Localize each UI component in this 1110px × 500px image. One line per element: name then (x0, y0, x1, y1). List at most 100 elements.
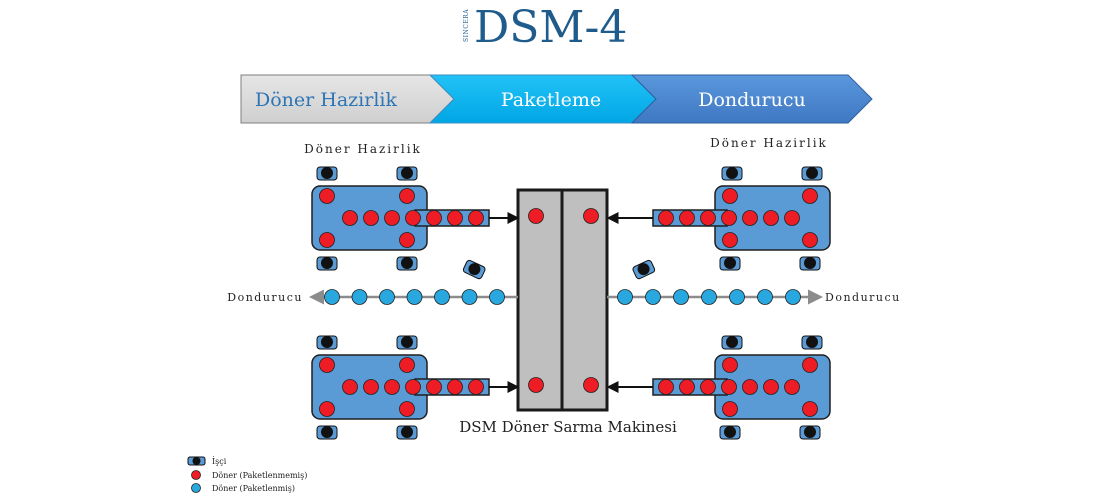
doner-unpacked (722, 401, 738, 417)
worker-icon (462, 259, 486, 280)
worker-head (806, 336, 818, 348)
worker-icon (799, 256, 821, 271)
doner-unpacked (658, 210, 674, 226)
doner-unpacked (319, 357, 335, 373)
worker-icon (396, 256, 418, 271)
doner-unpacked (426, 210, 442, 226)
doner-packed (379, 289, 395, 305)
legend-worker-icon (187, 456, 206, 466)
diagram-elements (311, 166, 831, 440)
doner-unpacked (679, 379, 695, 395)
worker-head (321, 257, 333, 269)
doner-unpacked (405, 379, 421, 395)
worker-icon (801, 335, 823, 350)
doner-packed (461, 289, 478, 305)
worker-icon (799, 425, 821, 440)
worker-icon (721, 335, 743, 350)
doner-unpacked (679, 210, 695, 226)
doner-unpacked (399, 357, 415, 373)
doner-packed (729, 289, 745, 305)
worker-head (724, 257, 736, 269)
doner-unpacked (784, 210, 800, 226)
brand-small-text: SINCERA (463, 9, 470, 42)
worker-icon (721, 166, 743, 181)
worker-head (726, 336, 738, 348)
doner-packed (351, 289, 368, 305)
worker-icon (396, 166, 418, 181)
worker-head (321, 167, 333, 179)
legend-red-dot-icon (191, 470, 201, 480)
doner-unpacked (722, 188, 738, 204)
worker-head (726, 167, 738, 179)
doner-unpacked (399, 401, 415, 417)
worker-head (804, 426, 816, 438)
doner-unpacked (528, 208, 544, 224)
doner-packed (489, 289, 505, 305)
right-station-title: Döner Hazirlik (710, 136, 828, 150)
doner-unpacked (802, 401, 818, 417)
doner-packed (324, 289, 340, 305)
doner-unpacked (802, 188, 818, 204)
worker-head (637, 263, 650, 276)
doner-unpacked (405, 210, 421, 226)
legend-worker-label: İşçi (212, 457, 227, 466)
doner-unpacked (319, 232, 335, 248)
worker-head (321, 336, 333, 348)
worker-head (401, 336, 413, 348)
doner-unpacked (399, 188, 415, 204)
doner-unpacked (763, 379, 779, 395)
doner-unpacked (468, 379, 484, 395)
doner-unpacked (426, 379, 442, 395)
worker-icon (316, 425, 338, 440)
doner-unpacked (528, 377, 544, 393)
doner-unpacked (802, 357, 818, 373)
worker-icon (632, 259, 656, 280)
process-steps: Döner Hazirlik Paketleme Dondurucu (240, 74, 873, 124)
doner-unpacked (447, 379, 463, 395)
doner-unpacked (658, 379, 674, 395)
doner-packed (434, 289, 450, 305)
worker-head (321, 426, 333, 438)
doner-unpacked (784, 379, 800, 395)
legend: İşçi Döner (Paketlenmemiş) Döner (Paketl… (187, 456, 307, 493)
worker-head (724, 426, 736, 438)
worker-icon (719, 256, 741, 271)
worker-head (401, 167, 413, 179)
legend-blue-dot-icon (191, 483, 201, 493)
doner-unpacked (583, 208, 599, 224)
conveyor-left-label: Dondurucu (227, 291, 303, 304)
doner-unpacked (319, 188, 335, 204)
doner-unpacked (700, 379, 716, 395)
legend-packed-label: Döner (Paketlenmiş) (212, 484, 295, 493)
step-paketleme-label: Paketleme (501, 89, 601, 111)
doner-packed (757, 289, 773, 305)
doner-unpacked (742, 210, 758, 226)
step-doner-hazirlik-label: Döner Hazirlik (255, 89, 397, 111)
step-dondurucu-label: Dondurucu (698, 89, 806, 111)
doner-unpacked (763, 210, 779, 226)
doner-unpacked (399, 232, 415, 248)
doner-unpacked (384, 210, 400, 226)
doner-unpacked (342, 379, 358, 395)
doner-packed (785, 289, 801, 305)
worker-head (468, 263, 481, 276)
doner-wrapping-machine (516, 188, 609, 412)
doner-packed (673, 289, 689, 305)
doner-unpacked (468, 210, 484, 226)
worker-icon (316, 166, 338, 181)
worker-head (401, 426, 413, 438)
doner-unpacked (342, 210, 358, 226)
doner-unpacked (583, 377, 599, 393)
worker-icon (396, 425, 418, 440)
doner-unpacked (700, 210, 716, 226)
doner-unpacked (384, 379, 400, 395)
doner-unpacked (721, 210, 737, 226)
worker-icon (316, 335, 338, 350)
worker-icon (719, 425, 741, 440)
conveyor-right-label: Dondurucu (825, 291, 901, 304)
worker-head (806, 167, 818, 179)
doner-unpacked (742, 379, 758, 395)
legend-unpacked-label: Döner (Paketlenmemiş) (212, 471, 307, 480)
worker-head (401, 257, 413, 269)
